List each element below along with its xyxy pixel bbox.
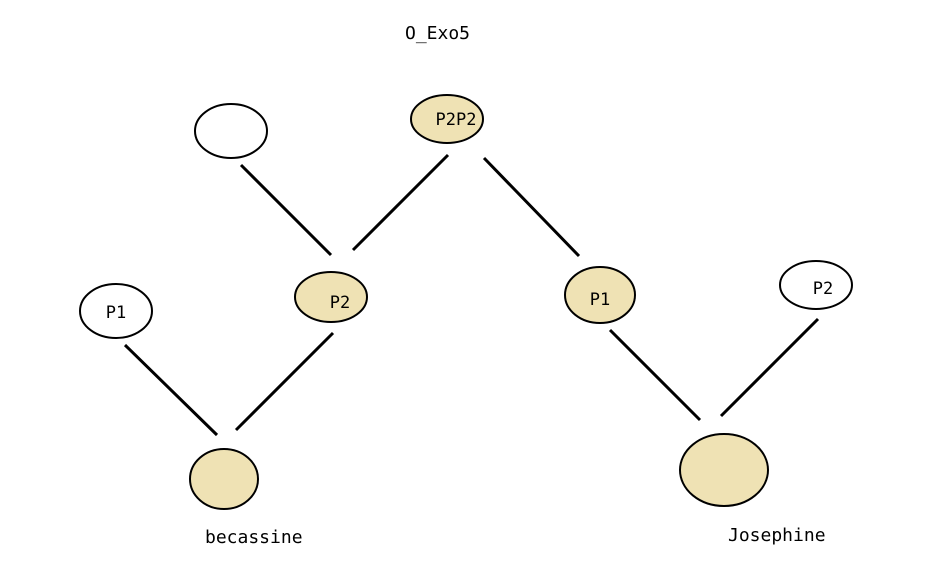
node-josephine	[679, 433, 769, 507]
node-becassine-ellipse	[189, 448, 259, 510]
node-top-p2p2-ellipse	[410, 94, 484, 144]
node-left-p2-label: P2	[330, 293, 350, 313]
edge-right-p1-to-josephine	[608, 328, 702, 422]
node-top-empty	[194, 103, 268, 159]
node-right-p1: P1	[564, 266, 636, 324]
node-top-p2p2-label: P2P2	[436, 110, 477, 130]
node-right-p2-ellipse	[779, 260, 853, 310]
name-josephine: Josephine	[728, 525, 826, 546]
node-josephine-ellipse	[679, 433, 769, 507]
node-left-p1-ellipse	[79, 283, 153, 339]
node-becassine	[189, 448, 259, 510]
edge-left-p1-to-becassine	[123, 343, 219, 437]
node-right-p2-label: P2	[813, 279, 833, 299]
node-right-p2: P2	[779, 260, 853, 310]
node-top-empty-ellipse	[194, 103, 268, 159]
edge-right-p2-to-josephine	[719, 317, 820, 418]
node-left-p2: P2	[294, 271, 368, 323]
node-right-p1-ellipse	[564, 266, 636, 324]
diagram-title: O_Exo5	[405, 23, 470, 44]
node-left-p1: P1	[79, 283, 153, 339]
node-left-p1-label: P1	[106, 303, 126, 323]
edge-top-empty-to-left-p2	[239, 163, 333, 257]
edge-top-p2p2-to-left-p2	[351, 153, 450, 252]
node-left-p2-ellipse	[294, 271, 368, 323]
edge-top-p2p2-to-right-p1	[482, 156, 581, 258]
name-becassine: becassine	[205, 527, 303, 548]
edge-left-p2-to-becassine	[234, 331, 335, 432]
node-top-p2p2: P2P2	[410, 94, 484, 144]
node-right-p1-label: P1	[590, 290, 610, 310]
